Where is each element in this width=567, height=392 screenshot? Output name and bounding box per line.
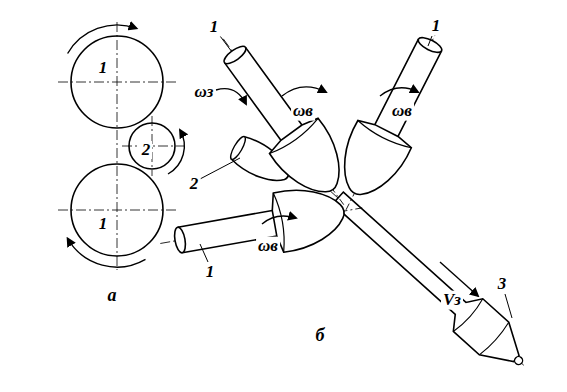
callout-label: Vз [441, 291, 463, 310]
part-number: 1 [97, 215, 110, 234]
callout-label: 3 [496, 275, 509, 294]
callout-label: 1 [430, 17, 443, 36]
callout-label: ωв [256, 237, 280, 256]
callout-label: ωз [193, 83, 216, 102]
roll-circle: 1 [70, 35, 164, 129]
callout-label: 1 [204, 263, 217, 282]
callout-label: а [106, 286, 119, 306]
circle-outline [71, 164, 163, 256]
roll-circle: 2 [128, 122, 176, 170]
circle-outline [70, 35, 164, 129]
circle-outline [71, 36, 163, 128]
roll-circle: 1 [70, 163, 164, 257]
part-number: 1 [97, 59, 110, 78]
circle-outline [70, 163, 164, 257]
part-number: 2 [140, 141, 153, 160]
circle-outline [129, 123, 175, 169]
callout-label: ωв [390, 102, 414, 121]
callout-label: ωв [291, 102, 315, 121]
callout-label: 1 [208, 18, 221, 37]
callout-label: 2 [188, 175, 201, 194]
callout-label: б [314, 326, 327, 346]
